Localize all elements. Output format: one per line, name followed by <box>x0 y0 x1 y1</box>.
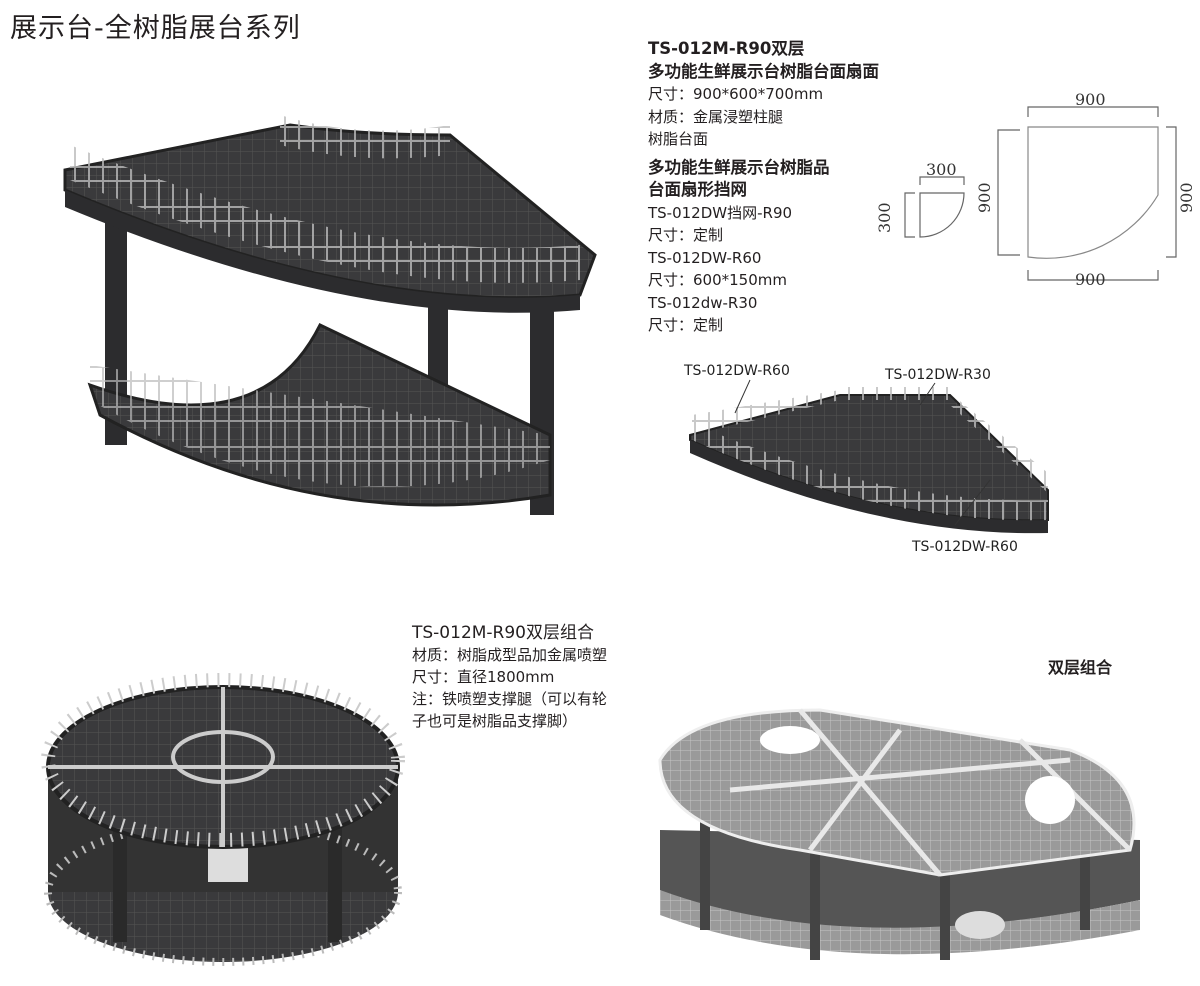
dim-small-width: 300 <box>926 160 957 179</box>
fence-model: TS-012DW-R60 <box>648 248 762 267</box>
round-combo-table-image <box>41 673 405 966</box>
dim-large-left: 900 <box>975 182 994 213</box>
product-material: 材质：金属浸塑柱腿 <box>648 107 784 126</box>
fence-name-1: 多功能生鲜展示台树脂品 <box>648 157 830 177</box>
product-name: 多功能生鲜展示台树脂台面扇面 <box>648 61 879 81</box>
product-size: 尺寸：900*600*700mm <box>648 85 824 103</box>
dimension-diagram: 300 300 900 900 900 900 <box>875 90 1196 289</box>
double-layer-fan-table-image <box>63 115 597 515</box>
product-model: TS-012M-R90双层 <box>648 39 805 58</box>
product-spec: TS-012M-R90双层 多功能生鲜展示台树脂台面扇面 尺寸：900*600*… <box>648 38 879 337</box>
combo-model: TS-012M-R90双层组合 <box>412 623 595 643</box>
dim-large-right: 900 <box>1177 182 1196 213</box>
product-material-2: 树脂台面 <box>648 130 709 148</box>
page-title: 展示台-全树脂展台系列 <box>10 13 301 44</box>
combo-size: 尺寸：直径1800mm <box>412 668 555 686</box>
fence-model: TS-012DW挡网-R90 <box>648 203 793 222</box>
callout-bottom-label: TS-012DW-R60 <box>911 539 1018 555</box>
combo-material: 材质：树脂成型品加金属喷塑 <box>412 646 608 664</box>
dim-small-height: 300 <box>875 202 894 233</box>
fence-callout-image: TS-012DW-R60 TS-012DW-R30 TS-012DW-R60 <box>683 363 1049 555</box>
fence-size: 尺寸：600*150mm <box>648 271 787 289</box>
dim-large-top: 900 <box>1075 90 1106 109</box>
callout-left-label: TS-012DW-R60 <box>683 363 790 379</box>
oval-combo-table-image <box>658 708 1140 960</box>
combo-note-2: 子也可是树脂品支撑脚） <box>412 712 578 730</box>
callout-right-label: TS-012DW-R30 <box>884 367 991 383</box>
fence-size: 尺寸：定制 <box>648 316 724 334</box>
fence-model: TS-012dw-R30 <box>648 293 758 312</box>
combo-note: 注：铁喷塑支撑腿（可以有轮 <box>412 690 608 708</box>
fence-size: 尺寸：定制 <box>648 226 724 244</box>
dim-large-bottom: 900 <box>1075 270 1106 289</box>
combo-spec: TS-012M-R90双层组合 材质：树脂成型品加金属喷塑 尺寸：直径1800m… <box>412 622 607 732</box>
dual-layer-label: 双层组合 <box>1048 658 1113 677</box>
fence-name-2: 台面扇形挡网 <box>648 180 747 199</box>
